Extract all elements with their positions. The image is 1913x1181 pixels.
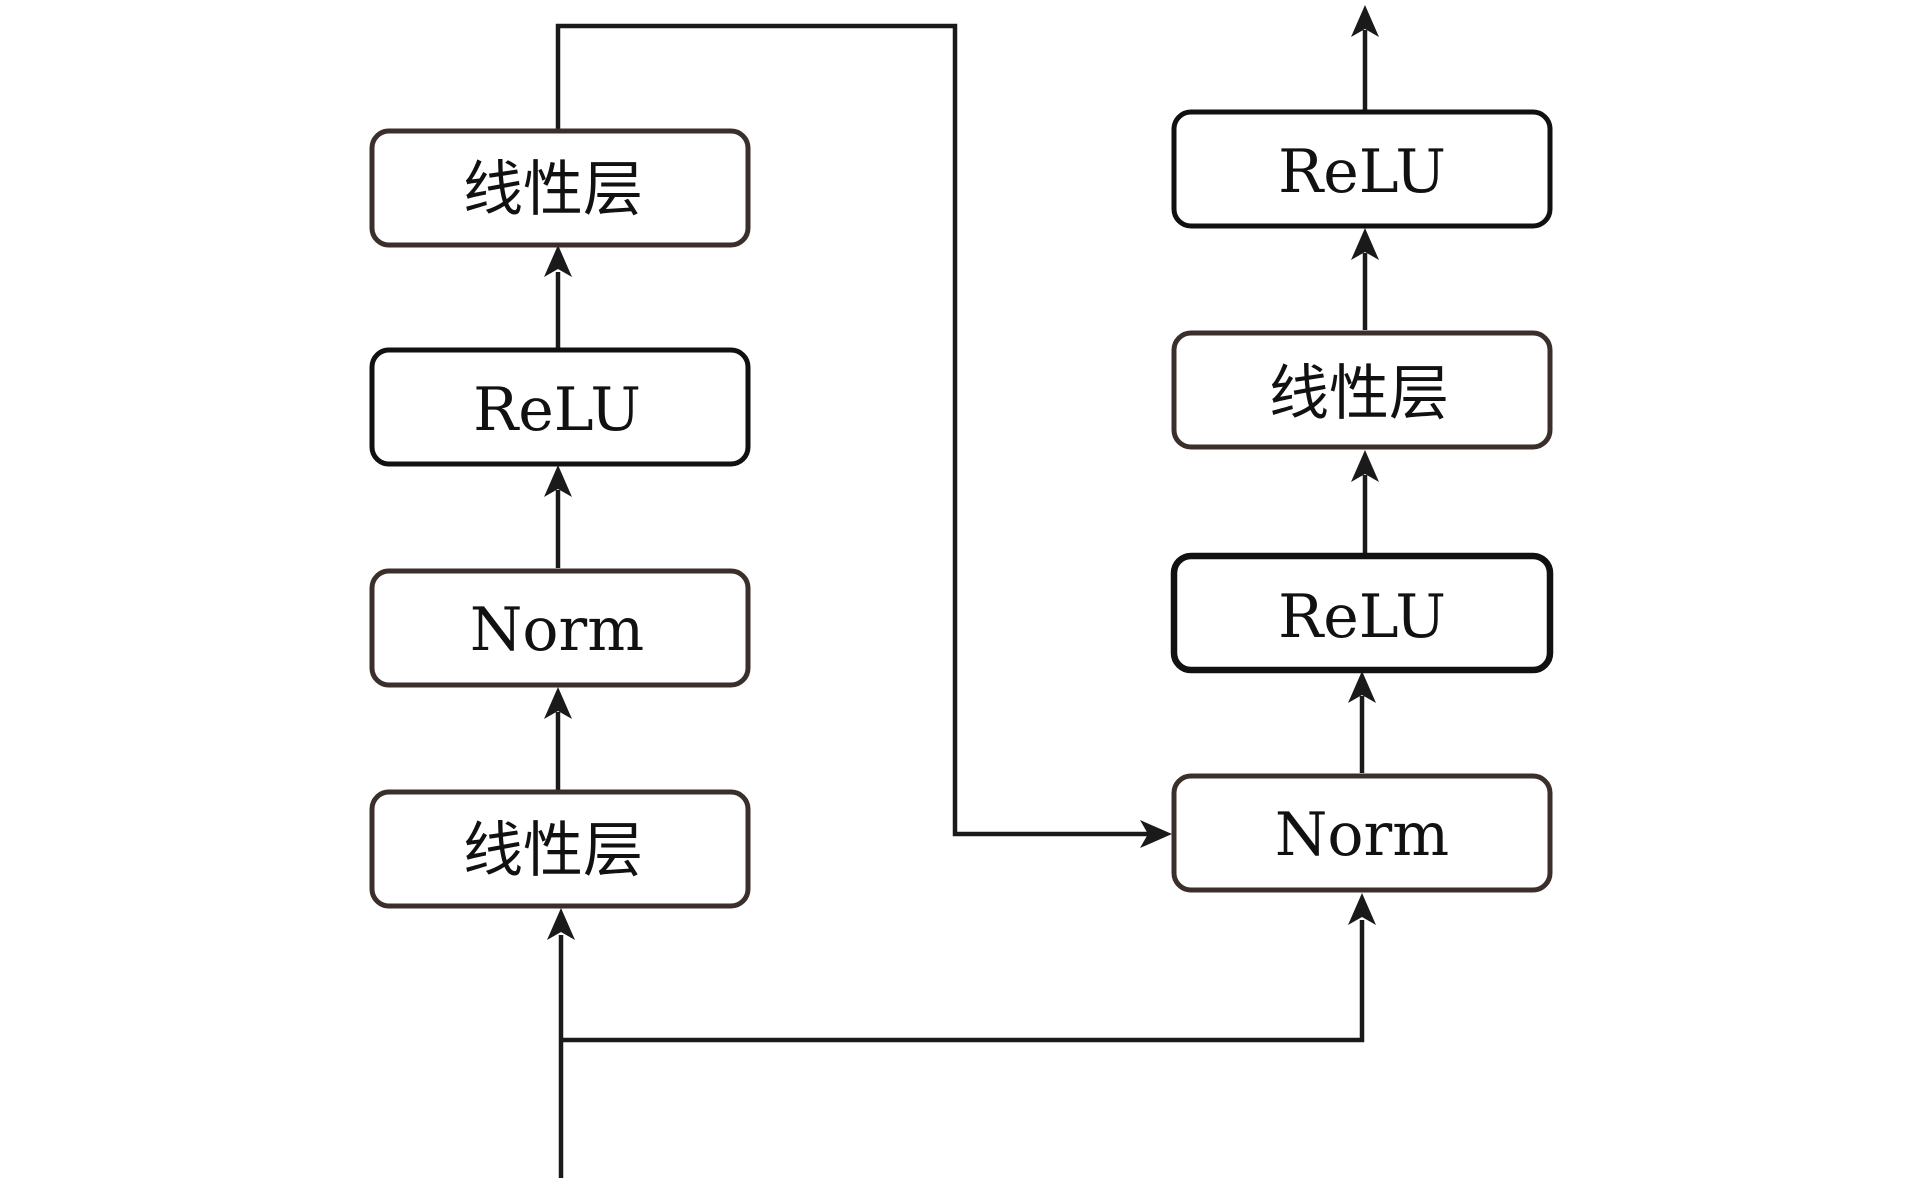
right-norm-block: Norm — [1171, 773, 1553, 893]
input-skip-line — [561, 920, 1365, 1043]
left-norm-block: Norm — [369, 568, 751, 688]
left-norm-label: Norm — [470, 595, 644, 665]
arrowhead-right-3-4 — [1351, 228, 1379, 260]
right-relu-1-label: ReLU — [1278, 582, 1446, 652]
arrowhead-left-1-2 — [544, 687, 572, 719]
arrowhead-right-1-2 — [1348, 671, 1376, 703]
arrowhead-left-2-3 — [544, 465, 572, 497]
arrowhead-cross-to-norm — [1140, 820, 1172, 848]
left-relu-block: ReLU — [369, 347, 751, 467]
right-relu-block-2: ReLU — [1171, 109, 1553, 229]
right-relu-block-1: ReLU — [1170, 552, 1554, 674]
left-relu-label: ReLU — [473, 375, 641, 445]
left-linear-layer-block-1: 线性层 — [369, 789, 751, 909]
left-linear-layer-2-label: 线性层 — [463, 155, 643, 225]
left-linear-layer-1-label: 线性层 — [463, 816, 643, 886]
right-norm-label: Norm — [1275, 800, 1449, 870]
right-linear-layer-label: 线性层 — [1269, 359, 1449, 429]
arrowhead-left-input — [547, 908, 575, 940]
right-linear-layer-block: 线性层 — [1171, 330, 1553, 450]
arrowhead-right-input — [1348, 893, 1376, 925]
cross-connection-line — [555, 23, 1152, 837]
right-relu-2-label: ReLU — [1278, 137, 1446, 207]
arrowhead-output — [1351, 5, 1379, 37]
left-linear-layer-block-2: 线性层 — [369, 128, 751, 248]
arrowhead-right-2-3 — [1351, 450, 1379, 482]
arrowhead-left-3-4 — [544, 245, 572, 277]
